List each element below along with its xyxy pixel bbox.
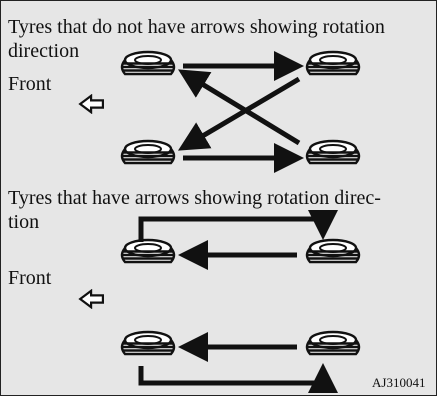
figure-code: AJ310041 — [372, 375, 426, 390]
rotation-arrow-icon-upper-bracket — [138, 210, 338, 242]
section-1-heading-line-2: direction — [8, 40, 80, 62]
tyre-icon-s1-rear-left — [120, 139, 176, 165]
section-2-heading-line-1: Tyres that have arrows showing rotation … — [8, 187, 381, 209]
rotation-arrow-icon-cross-down — [177, 76, 301, 151]
tyre-icon-s2-front-left — [120, 238, 176, 264]
tyre-icon-s1-front-right — [305, 50, 361, 76]
front-direction-arrow-icon-s2 — [79, 289, 105, 309]
tyre-icon-s1-rear-right — [305, 139, 361, 165]
section-1-heading-line-1: Tyres that do not have arrows showing ro… — [8, 16, 385, 38]
tyre-icon-s2-front-right — [305, 238, 361, 264]
tyre-icon-s1-front-left — [120, 50, 176, 76]
section-1-front-label: Front — [8, 73, 52, 95]
section-2-heading-line-2: tion — [8, 211, 40, 233]
front-direction-arrow-icon-s1 — [79, 94, 105, 114]
rotation-arrow-icon-cross-up — [178, 69, 301, 146]
rotation-arrow-icon-lower-bracket — [138, 362, 338, 393]
tyre-icon-s2-rear-left — [120, 330, 176, 356]
tyre-icon-s2-rear-right — [305, 330, 361, 356]
section-2-front-label: Front — [8, 267, 52, 289]
